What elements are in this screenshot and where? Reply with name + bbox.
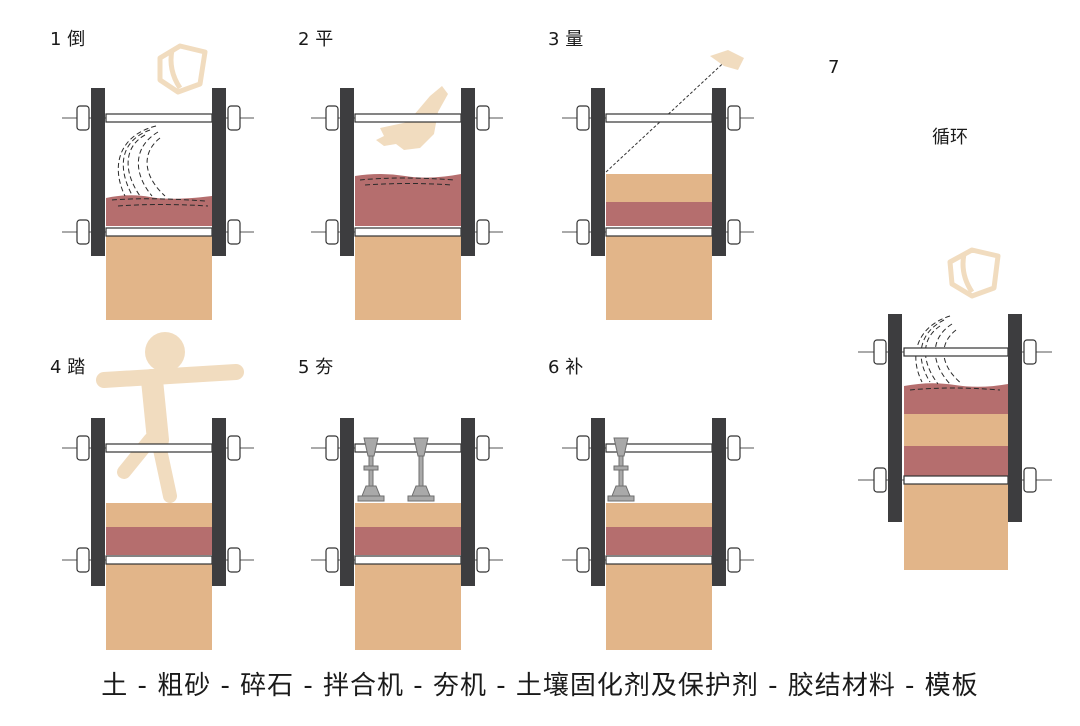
formwork: [562, 88, 754, 256]
compacted-earth-block: [355, 560, 461, 650]
compacted-earth-block: [106, 560, 212, 650]
loose-earth-layer: [355, 527, 461, 555]
loose-earth-layer: [355, 174, 461, 226]
formwork: [62, 88, 254, 256]
step-label-7: 7: [828, 58, 839, 78]
compacted-earth-block: [106, 232, 212, 320]
formwork: [311, 418, 503, 586]
panel-7: [858, 247, 1052, 570]
bucket-icon: [947, 247, 1001, 299]
compacted-earth-block: [355, 232, 461, 320]
poured-earth-stream: [111, 125, 209, 207]
cycle-label: 循环: [932, 127, 968, 148]
step-name: 平: [315, 29, 334, 50]
loose-earth-layer: [106, 527, 212, 555]
step-label-5: 5 夯: [298, 358, 333, 378]
compacted-earth-block: [606, 560, 712, 650]
step-name: 量: [565, 29, 584, 50]
compacted-earth-layer: [355, 503, 461, 527]
tamper-icon: [407, 437, 435, 502]
step-label-2: 2 平: [298, 30, 333, 50]
compacted-earth-layer: [606, 503, 712, 527]
compacted-earth-layer: [106, 503, 212, 527]
panel-5: [311, 418, 503, 650]
panel-4: [62, 332, 254, 650]
step-name: 踏: [67, 357, 86, 378]
step-number: 2: [298, 29, 310, 50]
step-label-6: 6 补: [548, 358, 583, 378]
step-number: 5: [298, 357, 310, 378]
loose-earth-layer: [904, 383, 1008, 414]
panel-6: [562, 418, 754, 650]
step-name: 夯: [315, 357, 334, 378]
formwork: [62, 418, 254, 586]
panel-2: [311, 86, 503, 320]
step-label-4: 4 踏: [50, 358, 85, 378]
bucket-icon: [157, 43, 208, 95]
loose-earth-layer: [606, 527, 712, 555]
step-number: 3: [548, 29, 560, 50]
step-number: 1: [50, 29, 62, 50]
step-name: 补: [565, 357, 584, 378]
compacted-earth-layer: [606, 174, 712, 202]
panel-1: [62, 43, 254, 320]
materials-caption: 土 - 粗砂 - 碎石 - 拌合机 - 夯机 - 土壤固化剂及保护剂 - 胶结材…: [101, 671, 979, 701]
formwork: [311, 88, 503, 256]
compacted-earth-layer: [904, 414, 1008, 446]
formwork: [858, 314, 1052, 522]
step-number: 6: [548, 357, 560, 378]
loose-earth-layer: [606, 202, 712, 226]
loose-earth-layer: [904, 446, 1008, 476]
step-name: 倒: [67, 29, 86, 50]
loose-earth-layer: [106, 195, 212, 226]
step-label-1: 1 倒: [50, 30, 85, 50]
measuring-eye-icon: [710, 50, 744, 70]
formwork: [562, 418, 754, 586]
tamper-icon: [357, 437, 385, 502]
step-number: 4: [50, 357, 62, 378]
panel-3: [562, 50, 754, 320]
step-label-3: 3 量: [548, 30, 583, 50]
tamper-icon: [607, 437, 635, 502]
compacted-earth-block: [606, 232, 712, 320]
step-number: 7: [828, 57, 840, 78]
compacted-earth-block: [904, 482, 1008, 570]
